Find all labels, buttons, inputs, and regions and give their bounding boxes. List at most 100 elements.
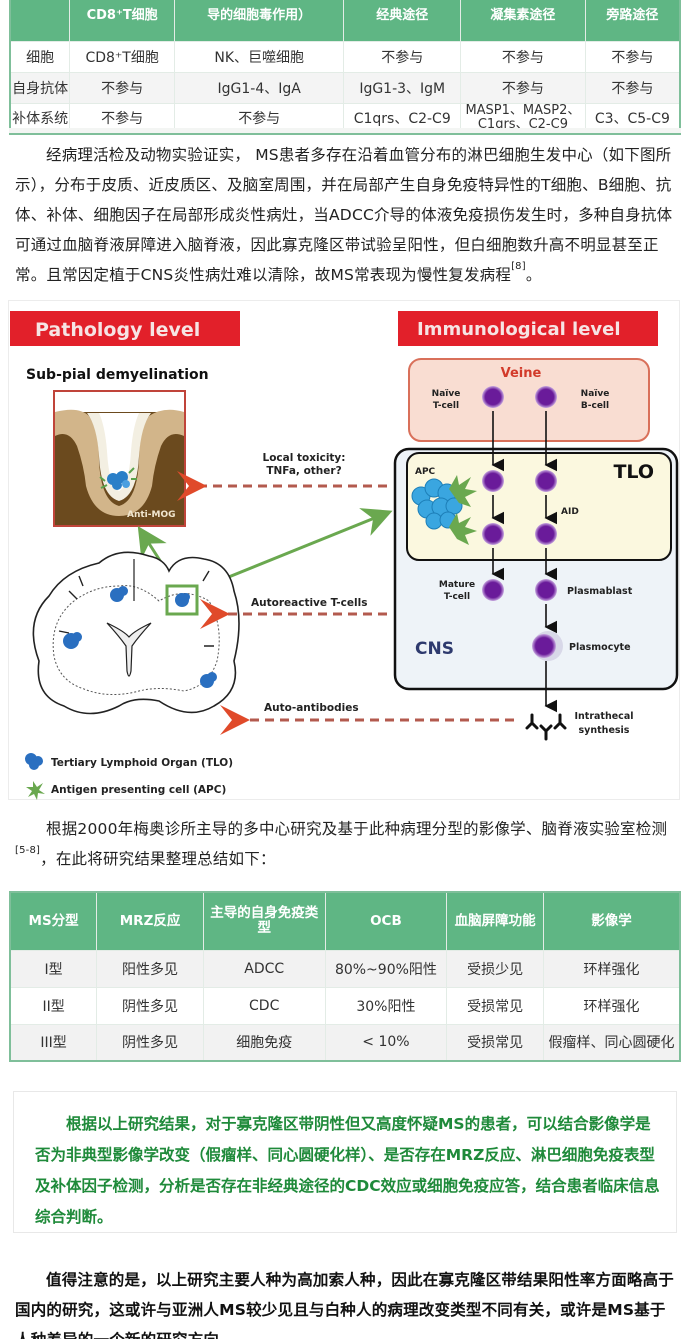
paragraph-text: 经病理活检及动物实验证实， MS患者多存在沿着血管分布的淋巴细胞生发中心（如下图…: [15, 146, 673, 284]
table-cell: 受损常见: [446, 1023, 544, 1062]
tcell-tlo-2: [482, 523, 504, 545]
tlo-cluster-icon: [25, 753, 43, 770]
local-toxicity-label-line1: Local toxicity:: [263, 452, 346, 464]
table-row: I型 阳性多见 ADCC 80%~90%阳性 受损少见 环样强化: [9, 949, 681, 988]
auto-antibodies-label: Auto-antibodies: [264, 702, 359, 714]
table-header-cell: MS分型: [9, 891, 98, 951]
table-cell: IgG1-4、IgA: [173, 71, 345, 104]
complement-pathway-table: CD8⁺T细胞 导的细胞毒作用） 经典途径 凝集素途径 旁路途径 细胞 CD8⁺…: [9, 0, 681, 135]
paragraph-end: 。: [525, 266, 542, 284]
autoreactive-tcells-label: Autoreactive T-cells: [251, 597, 367, 609]
apc-label: APC: [415, 467, 436, 477]
citation[interactable]: [5-8]: [15, 845, 41, 856]
table-row: 自身抗体 不参与 IgG1-4、IgA IgG1-3、IgM 不参与 不参与: [9, 71, 681, 104]
table-header-cell: 血脑屏障功能: [446, 891, 544, 951]
table-cell: 阴性多见: [96, 1023, 204, 1062]
anti-mog-label: Anti-MOG: [127, 510, 176, 520]
aid-label: AID: [561, 507, 579, 517]
table-cell: 受损少见: [446, 949, 544, 988]
table-cell: CD8⁺T细胞: [69, 40, 175, 73]
tlo-label: TLO: [613, 461, 654, 483]
legend-label: Tertiary Lymphoid Organ (TLO): [51, 757, 233, 769]
brain-zoom-highlight-box: [165, 584, 199, 616]
table-cell: ADCC: [202, 949, 326, 988]
plasmocyte-label: Plasmocyte: [569, 642, 631, 653]
table-cell: 细胞: [9, 40, 71, 73]
naive-bcell-label-line2: B-cell: [581, 401, 609, 411]
citation[interactable]: [8]: [511, 261, 526, 272]
table-header-cell: [9, 0, 71, 42]
pathology-title: Pathology level: [35, 319, 200, 341]
table-cell: 环样强化: [542, 949, 681, 988]
naive-tcell: [482, 386, 504, 408]
paragraph-text: 根据2000年梅奥诊所主导的多中心研究及基于此种病理分型的影像学、脑脊液实验室检…: [46, 820, 668, 838]
table-header-cell: CD8⁺T细胞: [69, 0, 175, 42]
ms-pathology-immunology-figure: Pathology level Immunological level Sub-…: [8, 300, 680, 800]
table-row: 细胞 CD8⁺T细胞 NK、巨噬细胞 不参与 不参与 不参与: [9, 40, 681, 73]
table-cell: < 10%: [324, 1023, 448, 1062]
table-header-cell: 经典途径: [343, 0, 462, 42]
cns-label: CNS: [415, 639, 454, 659]
pathology-title-bar: [10, 311, 240, 346]
local-toxicity-label-line2: TNFa, other?: [266, 465, 341, 477]
table-cell: 不参与: [584, 71, 681, 104]
table-cell: 不参与: [343, 40, 462, 73]
table-cell: III型: [9, 1023, 98, 1062]
table-header-cell: OCB: [324, 891, 448, 951]
table-cell: 假瘤样、同心圆硬化: [542, 1023, 681, 1062]
cell-pathway: [482, 386, 563, 713]
naive-tcell-label-line1: Naïve: [432, 389, 461, 399]
table-cell: IgG1-3、IgM: [343, 71, 462, 104]
tlo-cluster-illustration: [411, 475, 477, 545]
immunological-title-bar: [398, 311, 658, 346]
tlo-box: [406, 452, 672, 561]
table-cell: 阴性多见: [96, 986, 204, 1025]
table-row: III型 阴性多见 细胞免疫 < 10% 受损常见 假瘤样、同心圆硬化: [9, 1023, 681, 1062]
body-paragraph: 值得注意的是，以上研究主要人种为高加索人种，因此在寡克隆区带结果阳性率方面略高于…: [15, 1271, 675, 1339]
mature-tcell-label-line1: Mature: [439, 580, 475, 590]
body-paragraph: 根据2000年梅奥诊所主导的多中心研究及基于此种病理分型的影像学、脑脊液实验室检…: [15, 814, 675, 874]
intrathecal-label-line1: Intrathecal: [575, 711, 634, 722]
paragraph-end: ，在此将研究结果整理总结如下：: [40, 850, 276, 868]
table-header-cell: 旁路途径: [584, 0, 681, 42]
table-cell: II型: [9, 986, 98, 1025]
mature-tcell-label-line2: T-cell: [444, 592, 470, 602]
mature-tcell: [482, 579, 504, 601]
table-header-cell: 主导的自身免疫类型: [202, 891, 326, 951]
table-row: II型 阴性多见 CDC 30%阳性 受损常见 环样强化: [9, 986, 681, 1025]
table-header-row: MS分型 MRZ反应 主导的自身免疫类型 OCB 血脑屏障功能 影像学: [9, 891, 681, 951]
table-cell: I型: [9, 949, 98, 988]
plasmablast-label: Plasmablast: [567, 586, 633, 597]
conclusion-highlight-box: 根据以上研究结果，对于寡克隆区带阴性但又高度怀疑MS的患者，可以结合影像学是否为…: [13, 1091, 677, 1233]
subpial-tissue-illustration: [53, 390, 186, 527]
bcell-tlo-1: [535, 470, 557, 492]
bcell-tlo-2: [535, 523, 557, 545]
table-header-cell: 影像学: [542, 891, 681, 951]
tcell-tlo-1: [482, 470, 504, 492]
table-cell: 30%阳性: [324, 986, 448, 1025]
table-header-cell: 凝集素途径: [460, 0, 586, 42]
ms-subtype-table: MS分型 MRZ反应 主导的自身免疫类型 OCB 血脑屏障功能 影像学 I型 阳…: [9, 891, 681, 1062]
table-header-cell: MRZ反应: [96, 891, 204, 951]
body-paragraph: 经病理活检及动物实验证实， MS患者多存在沿着血管分布的淋巴细胞生发中心（如下图…: [15, 140, 675, 290]
table-shadow: [9, 128, 681, 133]
table-header-cell: 导的细胞毒作用）: [173, 0, 345, 42]
plasmocyte: [532, 634, 556, 658]
antibody-icon: [525, 713, 567, 741]
immunological-title: Immunological level: [417, 319, 621, 340]
naive-bcell-label-line1: Naïve: [581, 389, 610, 399]
table-cell: 阳性多见: [96, 949, 204, 988]
table-cell: 不参与: [460, 71, 586, 104]
table-cell: 自身抗体: [9, 71, 71, 104]
table-cell: 不参与: [69, 71, 175, 104]
table-cell: 不参与: [584, 40, 681, 73]
apc-star-icon: [26, 781, 45, 800]
table-cell: CDC: [202, 986, 326, 1025]
intrathecal-label-line2: synthesis: [579, 725, 630, 736]
legend-item-apc: Antigen presenting cell (APC): [26, 781, 226, 800]
table-header-row: CD8⁺T细胞 导的细胞毒作用） 经典途径 凝集素途径 旁路途径: [9, 0, 681, 42]
table-cell: 受损常见: [446, 986, 544, 1025]
table-cell: NK、巨噬细胞: [173, 40, 345, 73]
table-cell: 环样强化: [542, 986, 681, 1025]
table-cell: 细胞免疫: [202, 1023, 326, 1062]
